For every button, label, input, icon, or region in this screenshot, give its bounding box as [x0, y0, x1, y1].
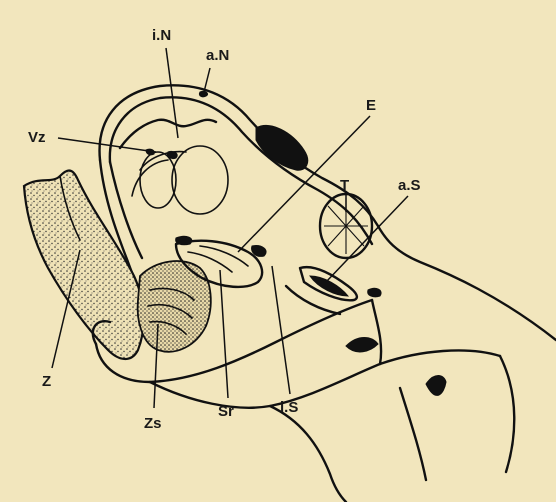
label-T: T [340, 177, 349, 194]
label-Sr: Sr [218, 403, 234, 420]
label-iN: i.N [152, 27, 171, 44]
label-Z: Z [42, 373, 51, 390]
angle-of-mouth [286, 267, 357, 314]
label-aS: a.S [398, 177, 421, 194]
label-iS: i.S [280, 399, 298, 416]
label-aN: a.N [206, 47, 229, 64]
label-E: E [366, 97, 376, 114]
eye [256, 125, 308, 170]
label-Zs: Zs [144, 415, 162, 432]
tongue [24, 171, 144, 360]
label-Vz: Vz [28, 129, 46, 146]
